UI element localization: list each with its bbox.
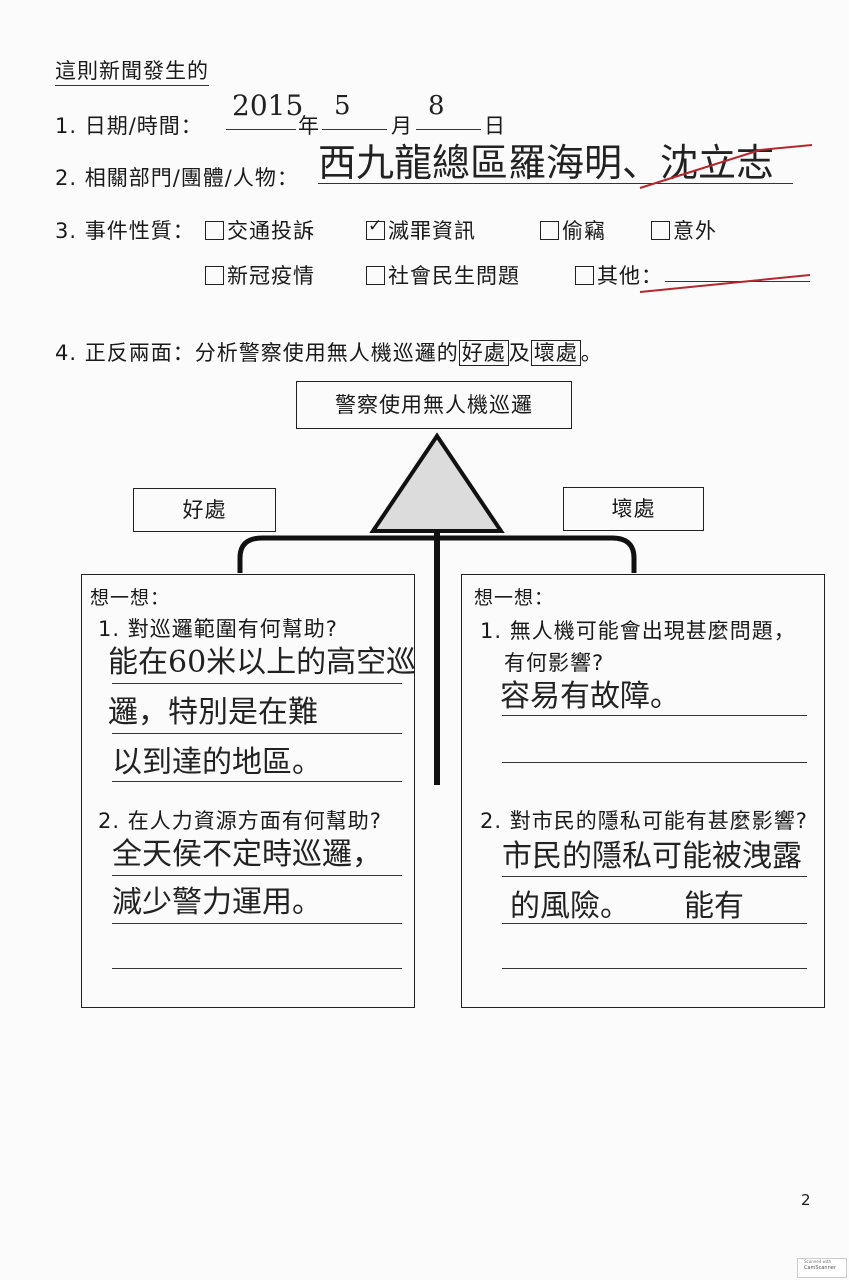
good-think: 想一想：: [90, 587, 171, 609]
q4-bad-box: 壞處: [530, 340, 581, 366]
good-q1: 1. 對巡邏範圍有何幫助?: [98, 617, 338, 641]
day-unit: 日: [484, 114, 506, 138]
q2-answer-dept: 西九龍總區: [318, 141, 509, 185]
good-a1-rule3: [112, 781, 402, 782]
option-theft: 偷竊: [540, 215, 606, 245]
bad-q1-line2: 有何影響?: [504, 651, 605, 675]
option-crime: ✓滅罪資訊: [366, 216, 476, 243]
red-mark-other: [639, 274, 811, 293]
scanner-watermark: Scanned with CamScanner: [797, 1258, 847, 1278]
q2-answer-sep: 、: [622, 141, 661, 185]
bad-a1-rule2: [502, 762, 807, 763]
good-a1-line1: 能在60米以上的高空巡: [108, 645, 417, 680]
q2-answer: 西九龍總區羅海明、沈立志: [318, 132, 774, 187]
good-a1-rule1: [112, 683, 402, 684]
checkbox-accident[interactable]: [651, 221, 670, 240]
diagram-title: 警察使用無人機巡邏: [335, 393, 533, 417]
month-answer: 5: [334, 91, 351, 121]
scanner-line1: Scanned with: [804, 1259, 832, 1264]
option-other: 其他：: [575, 260, 663, 290]
bad-a1-line1: 容易有故障。: [500, 679, 680, 714]
checkbox-covid[interactable]: [205, 266, 224, 285]
option-social: 社會民生問題: [366, 260, 520, 290]
q2-answer-person-1: 羅海明: [508, 141, 623, 185]
good-a2-rule1: [112, 875, 402, 876]
good-a1-line2: 邏，特別是在難: [108, 695, 318, 730]
bad-a1-rule1: [502, 715, 807, 716]
month-blank: 5: [322, 91, 387, 130]
bad-a2-rule2: [502, 923, 807, 924]
option-accident: 意外: [651, 215, 717, 245]
checkbox-traffic[interactable]: [205, 221, 224, 240]
diagram-title-box: 警察使用無人機巡邏: [296, 381, 572, 429]
year-blank: 2015: [226, 89, 303, 130]
good-a2-line1: 全天侯不定時巡邏，: [112, 837, 382, 872]
checkbox-crime[interactable]: ✓: [366, 216, 385, 240]
day-blank: 8: [416, 91, 481, 130]
scanner-line2: CamScanner: [804, 1265, 836, 1271]
good-panel: 想一想： 1. 對巡邏範圍有何幫助? 能在60米以上的高空巡 邏，特別是在難 以…: [81, 574, 417, 1008]
bad-think: 想一想：: [474, 587, 555, 609]
page-number: 2: [801, 1191, 811, 1209]
bad-q1-line1: 1. 無人機可能會出現甚麼問題，: [480, 619, 796, 643]
q2-label: 2. 相關部門/團體/人物：: [55, 166, 299, 190]
check-mark-icon: ✓: [368, 216, 384, 236]
bad-a2-line1: 市民的隱私可能被洩露: [502, 839, 802, 874]
q1-label: 1. 日期/時間：: [55, 114, 203, 138]
heading: 這則新聞發生的: [55, 55, 209, 86]
q2-underline: [318, 183, 793, 184]
q4-good-box: 好處: [458, 340, 509, 366]
bad-q2: 2. 對市民的隱私可能有甚麼影響?: [480, 809, 808, 833]
checkbox-theft[interactable]: [540, 221, 559, 240]
balance-triangle: [369, 432, 505, 533]
year-unit: 年: [298, 114, 320, 138]
good-a2-rule3: [112, 968, 402, 969]
good-a2-rule2: [112, 923, 402, 924]
good-a1-line3: 以到達的地區。: [112, 745, 322, 780]
good-q2: 2. 在人力資源方面有何幫助?: [98, 809, 382, 833]
good-label: 好處: [182, 498, 227, 522]
bad-a2-rule1: [502, 876, 807, 877]
q3-label: 3. 事件性質：: [55, 219, 195, 243]
checkbox-other[interactable]: [575, 266, 594, 285]
bad-a2-rule3: [502, 968, 807, 969]
bad-label: 壞處: [611, 497, 656, 521]
bad-a2-inserted: 能有: [684, 889, 744, 924]
day-answer: 8: [428, 91, 445, 121]
checkbox-social[interactable]: [366, 266, 385, 285]
good-label-box: 好處: [133, 488, 276, 532]
red-mark-q2: [639, 144, 813, 189]
q4-label: 4. 正反兩面：分析警察使用無人機巡邏的好處及壞處。: [55, 340, 603, 366]
option-covid: 新冠疫情: [205, 260, 315, 290]
year-answer: 2015: [232, 89, 304, 122]
bad-a2-line2: 的風險。: [510, 889, 630, 924]
good-a2-line2: 減少警力運用。: [112, 885, 322, 920]
bad-label-box: 壞處: [563, 487, 704, 531]
bad-panel: 想一想： 1. 無人機可能會出現甚麼問題， 有何影響? 容易有故障。 2. 對市…: [461, 574, 825, 1008]
option-traffic: 交通投訴: [205, 215, 315, 245]
good-a1-rule2: [112, 733, 402, 734]
month-unit: 月: [391, 114, 413, 138]
